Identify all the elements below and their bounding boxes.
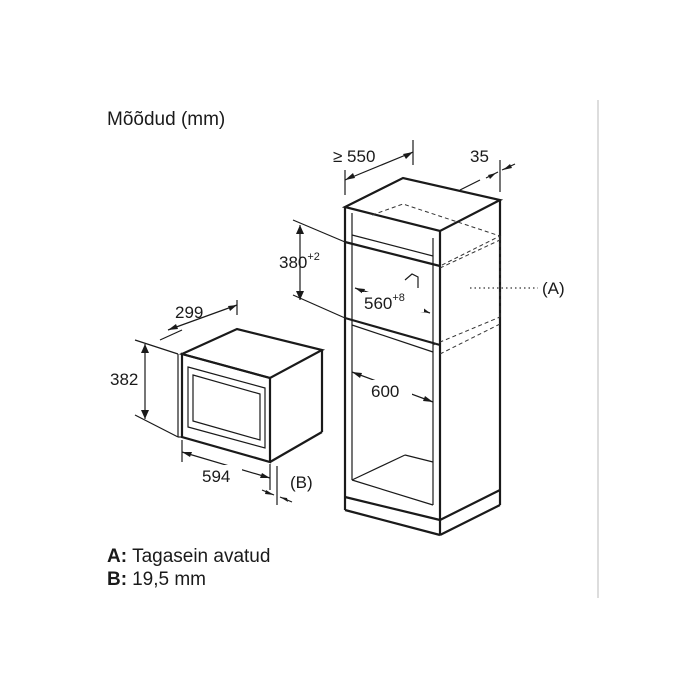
dim-niche-width: 560+8 [354, 287, 431, 314]
dim-oven-width-label: 594 [202, 467, 230, 486]
dim-cabinet-depth-label: ≥ 550 [333, 147, 375, 166]
legend-a-text: Tagasein avatud [132, 546, 270, 567]
diagram-title: Mõõdud (mm) [107, 109, 225, 130]
dim-niche-height-label: 380+2 [279, 251, 320, 272]
dim-cabinet-gap: 35 [459, 147, 516, 192]
legend-b-key: B: [107, 569, 127, 590]
legend: A:Tagasein avatud B:19,5 mm [107, 546, 270, 590]
legend-b-text: 19,5 mm [132, 569, 206, 590]
callout-a-label: (A) [542, 279, 565, 298]
callout-b-label: (B) [290, 473, 313, 492]
dim-oven-height-label: 382 [110, 370, 138, 389]
dim-cabinet-depth: ≥ 550 [333, 140, 414, 195]
callout-a: (A) [470, 279, 565, 298]
dim-oven-height: 382 [110, 339, 179, 438]
dim-oven-depth: 299 [159, 300, 238, 341]
dim-oven-width: 594 [181, 440, 271, 490]
legend-item-a: A:Tagasein avatud [107, 546, 270, 567]
dim-cabinet-gap-label: 35 [470, 147, 489, 166]
dim-niche-width-label: 560+8 [364, 292, 405, 313]
dim-niche-height: 380+2 [279, 219, 346, 319]
dim-cabinet-inner-depth: 600 [351, 371, 434, 403]
legend-a-key: A: [107, 546, 127, 567]
dim-cabinet-inner-depth-label: 600 [371, 382, 399, 401]
built-in-oven [177, 327, 326, 464]
dim-niche-width-tolerance: +8 [392, 292, 405, 304]
dim-oven-depth-label: 299 [175, 303, 203, 322]
legend-item-b: B:19,5 mm [107, 569, 206, 590]
tall-cabinet [341, 176, 504, 537]
dim-niche-height-tolerance: +2 [307, 251, 320, 263]
dim-b: (B) [261, 466, 313, 505]
